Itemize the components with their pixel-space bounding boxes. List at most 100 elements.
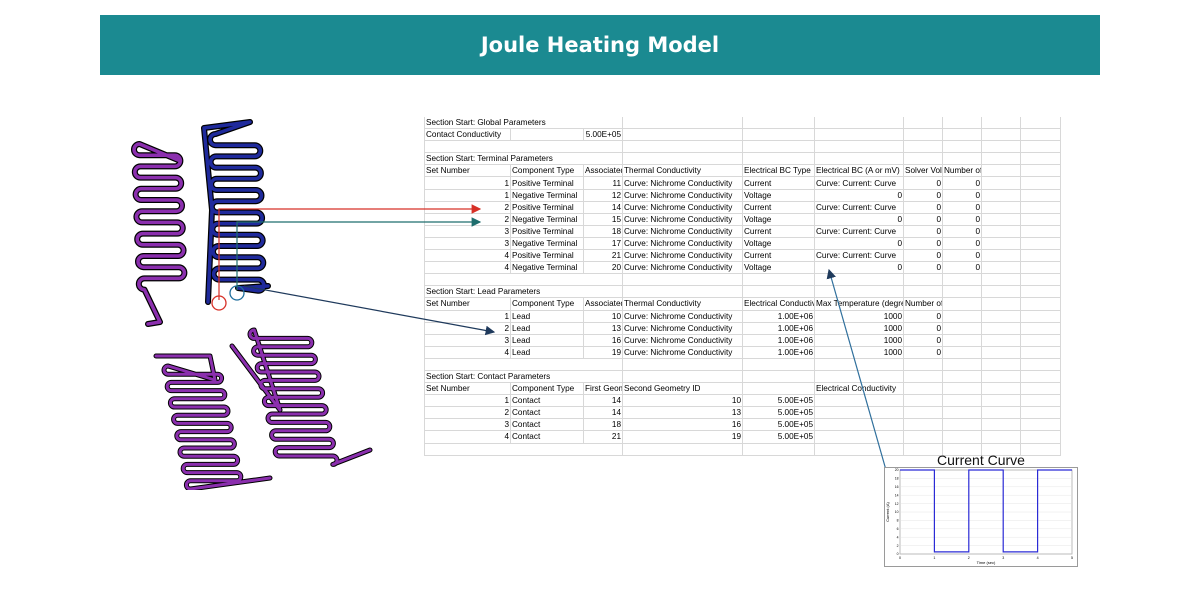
sheet-cell: Associated [583, 164, 624, 178]
sheet-cell [814, 394, 905, 408]
sheet-cell [814, 358, 905, 371]
sheet-cell [903, 382, 944, 396]
sheet-cell [814, 285, 905, 299]
sheet-cell: 21 [583, 249, 624, 263]
y-tick-label: 0 [897, 552, 899, 556]
heater-coil-blue-inner [202, 120, 270, 304]
sheet-cell: 21 [583, 430, 624, 444]
sheet-cell [1020, 164, 1062, 178]
sheet-cell: 0 [814, 213, 905, 226]
sheet-cell: 16 [622, 418, 744, 432]
sheet-cell [1020, 201, 1062, 214]
sheet-cell [903, 273, 944, 287]
sheet-cell: 3 [424, 418, 511, 432]
sheet-cell [1020, 443, 1062, 456]
sheet-cell: 2 [424, 201, 511, 214]
sheet-row [423, 273, 1062, 287]
sheet-cell: 0 [903, 201, 944, 214]
sheet-cell [1020, 297, 1062, 311]
sheet-cell: Electrical BC (A or mV) [814, 164, 905, 178]
y-tick-label: 8 [897, 519, 899, 523]
sheet-cell [1020, 261, 1062, 275]
sheet-cell [622, 273, 744, 287]
sheet-cell: Curve: Nichrome Conductivity [622, 213, 744, 226]
sheet-cell [903, 140, 944, 154]
sheet-cell: 18 [583, 225, 624, 238]
sheet-cell [814, 273, 905, 287]
sheet-cell [903, 430, 944, 444]
x-axis-label: Time (sec) [977, 560, 996, 565]
sheet-cell [903, 394, 944, 408]
sheet-cell: Set Number [424, 164, 511, 178]
sheet-cell [942, 117, 983, 130]
sheet-cell: Max Temperature (degrees) [814, 297, 905, 311]
sheet-cell [981, 285, 1022, 299]
sheet-cell: Curve: Nichrome Conductivity [622, 201, 744, 214]
sheet-cell: Contact [510, 430, 584, 444]
sheet-cell: 0 [942, 225, 983, 238]
y-tick-label: 18 [895, 477, 899, 481]
sheet-cell [1020, 140, 1062, 154]
sheet-cell [981, 443, 1022, 456]
sheet-cell [981, 117, 1022, 130]
sheet-cell [942, 382, 983, 396]
sheet-cell: Set Number [424, 382, 511, 396]
sheet-cell: 0 [903, 249, 944, 263]
sheet-cell: Section Start: Terminal Parameters [423, 152, 624, 166]
sheet-cell [814, 140, 905, 154]
sheet-cell [1020, 273, 1062, 287]
y-tick-label: 10 [895, 510, 899, 514]
sheet-cell [622, 128, 744, 142]
sheet-cell: 1 [424, 394, 511, 408]
sheet-row [423, 358, 1062, 371]
sheet-cell [742, 382, 816, 396]
sheet-cell: 0 [903, 213, 944, 226]
sheet-cell [903, 418, 944, 432]
sheet-cell: Curve: Nichrome Conductivity [622, 176, 744, 190]
sheet-cell: Section Start: Contact Parameters [423, 370, 624, 384]
sheet-cell: Curve: Nichrome Conductivity [622, 322, 744, 335]
sheet-cell: Lead [510, 322, 584, 335]
sheet-cell: Associated [583, 297, 624, 311]
negative-terminal-marker [211, 295, 227, 311]
sheet-cell: Electrical Conductivity [814, 382, 905, 396]
sheet-cell [942, 285, 983, 299]
sheet-cell: 0 [903, 322, 944, 335]
sheet-cell [942, 273, 983, 287]
sheet-cell: 4 [424, 261, 511, 275]
x-tick-label: 3 [1002, 556, 1004, 560]
sheet-cell [423, 443, 624, 456]
sheet-cell [1020, 430, 1062, 444]
sheet-cell [903, 370, 944, 384]
sheet-cell [622, 370, 744, 384]
sheet-cell [981, 406, 1022, 420]
sheet-cell [981, 176, 1022, 190]
sheet-cell [423, 358, 624, 371]
sheet-cell: Current [742, 249, 816, 263]
sheet-cell: 0 [903, 310, 944, 323]
sheet-cell: 0 [814, 189, 905, 202]
sheet-cell [1020, 176, 1062, 190]
sheet-cell: 0 [942, 189, 983, 202]
sheet-cell [981, 164, 1022, 178]
sheet-cell [814, 406, 905, 420]
sheet-cell [622, 152, 744, 166]
sheet-cell [1020, 382, 1062, 396]
sheet-cell [1020, 117, 1062, 130]
sheet-cell [981, 152, 1022, 166]
sheet-cell: 1 [424, 176, 511, 190]
sheet-cell [903, 117, 944, 130]
y-axis-label: Current (A) [885, 501, 890, 521]
sheet-cell: 1 [424, 189, 511, 202]
sheet-cell: 16 [583, 334, 624, 347]
sheet-cell: Section Start: Lead Parameters [423, 285, 624, 299]
sheet-cell [742, 443, 816, 456]
y-tick-label: 20 [895, 468, 899, 472]
